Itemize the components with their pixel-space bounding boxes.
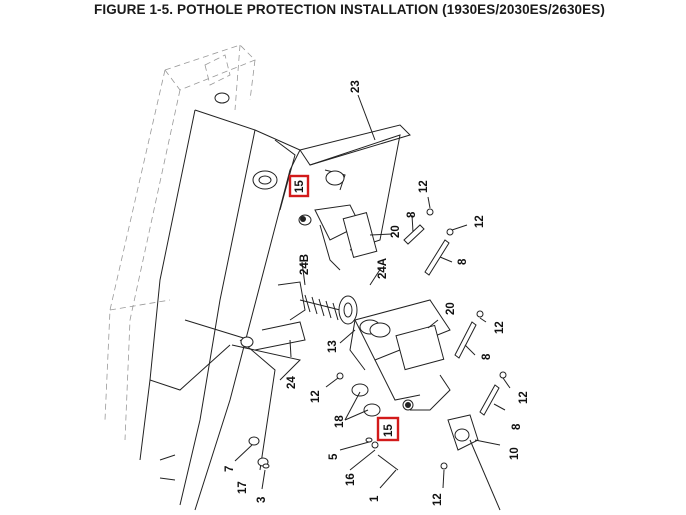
lower-bracket-assembly bbox=[349, 299, 451, 417]
callout-8-a: 8 bbox=[406, 211, 418, 218]
callout-5: 5 bbox=[328, 453, 340, 460]
bracket-10 bbox=[447, 414, 501, 511]
callout-17: 17 bbox=[237, 481, 249, 494]
callout-10: 10 bbox=[509, 447, 521, 460]
callout-20-b: 20 bbox=[445, 302, 457, 315]
highlight-boxes bbox=[288, 174, 400, 442]
figure-title: FIGURE 1-5. POTHOLE PROTECTION INSTALLAT… bbox=[94, 2, 605, 17]
callout-24B: 24B bbox=[299, 254, 311, 275]
callout-13: 13 bbox=[327, 340, 339, 353]
linkage-assembly bbox=[254, 204, 378, 351]
frame-rail bbox=[139, 92, 301, 511]
callout-12-a: 12 bbox=[418, 180, 430, 193]
callout-12-d: 12 bbox=[310, 390, 322, 403]
callout-12-f: 12 bbox=[432, 493, 444, 506]
leader-lines bbox=[234, 94, 511, 490]
callout-8-d: 8 bbox=[511, 423, 523, 430]
callout-24A: 24A bbox=[377, 258, 389, 279]
callout-18: 18 bbox=[334, 415, 346, 428]
callout-12-e: 12 bbox=[518, 391, 530, 404]
highlight-box-15-top bbox=[288, 174, 310, 198]
callout-24: 24 bbox=[286, 376, 298, 389]
callout-20-a: 20 bbox=[390, 225, 402, 238]
highlight-box-15-bottom bbox=[376, 416, 400, 442]
pins-and-clips bbox=[336, 208, 507, 470]
callout-12-c: 12 bbox=[494, 321, 506, 334]
spring bbox=[299, 294, 358, 325]
callout-8-c: 8 bbox=[481, 353, 493, 360]
callout-15-top: 15 bbox=[294, 180, 306, 193]
callout-23: 23 bbox=[350, 80, 362, 93]
callout-7: 7 bbox=[224, 466, 236, 472]
callout-12-b: 12 bbox=[474, 215, 486, 228]
callout-16: 16 bbox=[345, 473, 357, 486]
callout-labels: 23 15 12 8 20 12 8 24B 24A 20 12 13 8 24… bbox=[224, 80, 530, 506]
callout-1: 1 bbox=[369, 495, 381, 502]
chassis-frame-outline bbox=[104, 44, 256, 441]
lower-hardware bbox=[159, 436, 399, 481]
callout-15-bottom: 15 bbox=[383, 424, 395, 437]
callout-3: 3 bbox=[256, 497, 268, 503]
callout-8-b: 8 bbox=[457, 258, 469, 265]
